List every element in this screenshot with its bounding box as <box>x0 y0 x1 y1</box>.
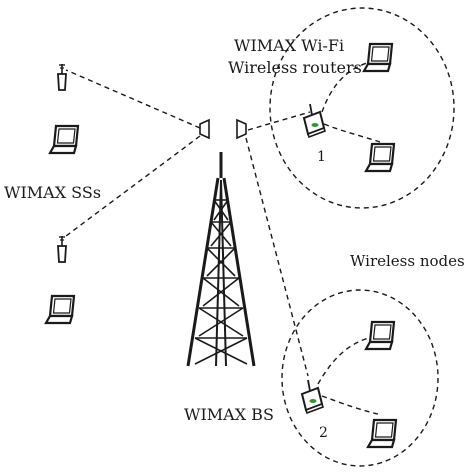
tower-icon <box>186 152 256 367</box>
antenna-icon <box>57 63 67 91</box>
laptop-icon <box>44 294 76 325</box>
laptop-icon <box>48 124 80 155</box>
antenna-icon <box>57 235 67 263</box>
router-icon <box>303 103 326 138</box>
wifi-routers-title-line2: Wireless routers <box>228 58 362 77</box>
wireless-links <box>65 59 381 415</box>
base-station-label: WIMAX BS <box>184 405 274 424</box>
router-number-2: 2 <box>319 425 328 441</box>
wifi-routers-title-line1: WIMAX Wi-Fi <box>234 36 345 55</box>
laptop-icon <box>364 142 396 173</box>
cell-boundary-bottom <box>281 289 439 467</box>
directional-antenna-icon <box>199 118 247 140</box>
subscriber-stations-label: WIMAX SSs <box>4 183 102 202</box>
router-number-1: 1 <box>317 149 326 165</box>
laptop-icon <box>366 418 398 449</box>
laptop-icon <box>362 42 394 73</box>
laptop-icon <box>364 320 396 351</box>
router-icon <box>301 379 324 414</box>
cell-boundary-top <box>269 7 455 209</box>
wireless-nodes-label: Wireless nodes <box>350 252 465 270</box>
